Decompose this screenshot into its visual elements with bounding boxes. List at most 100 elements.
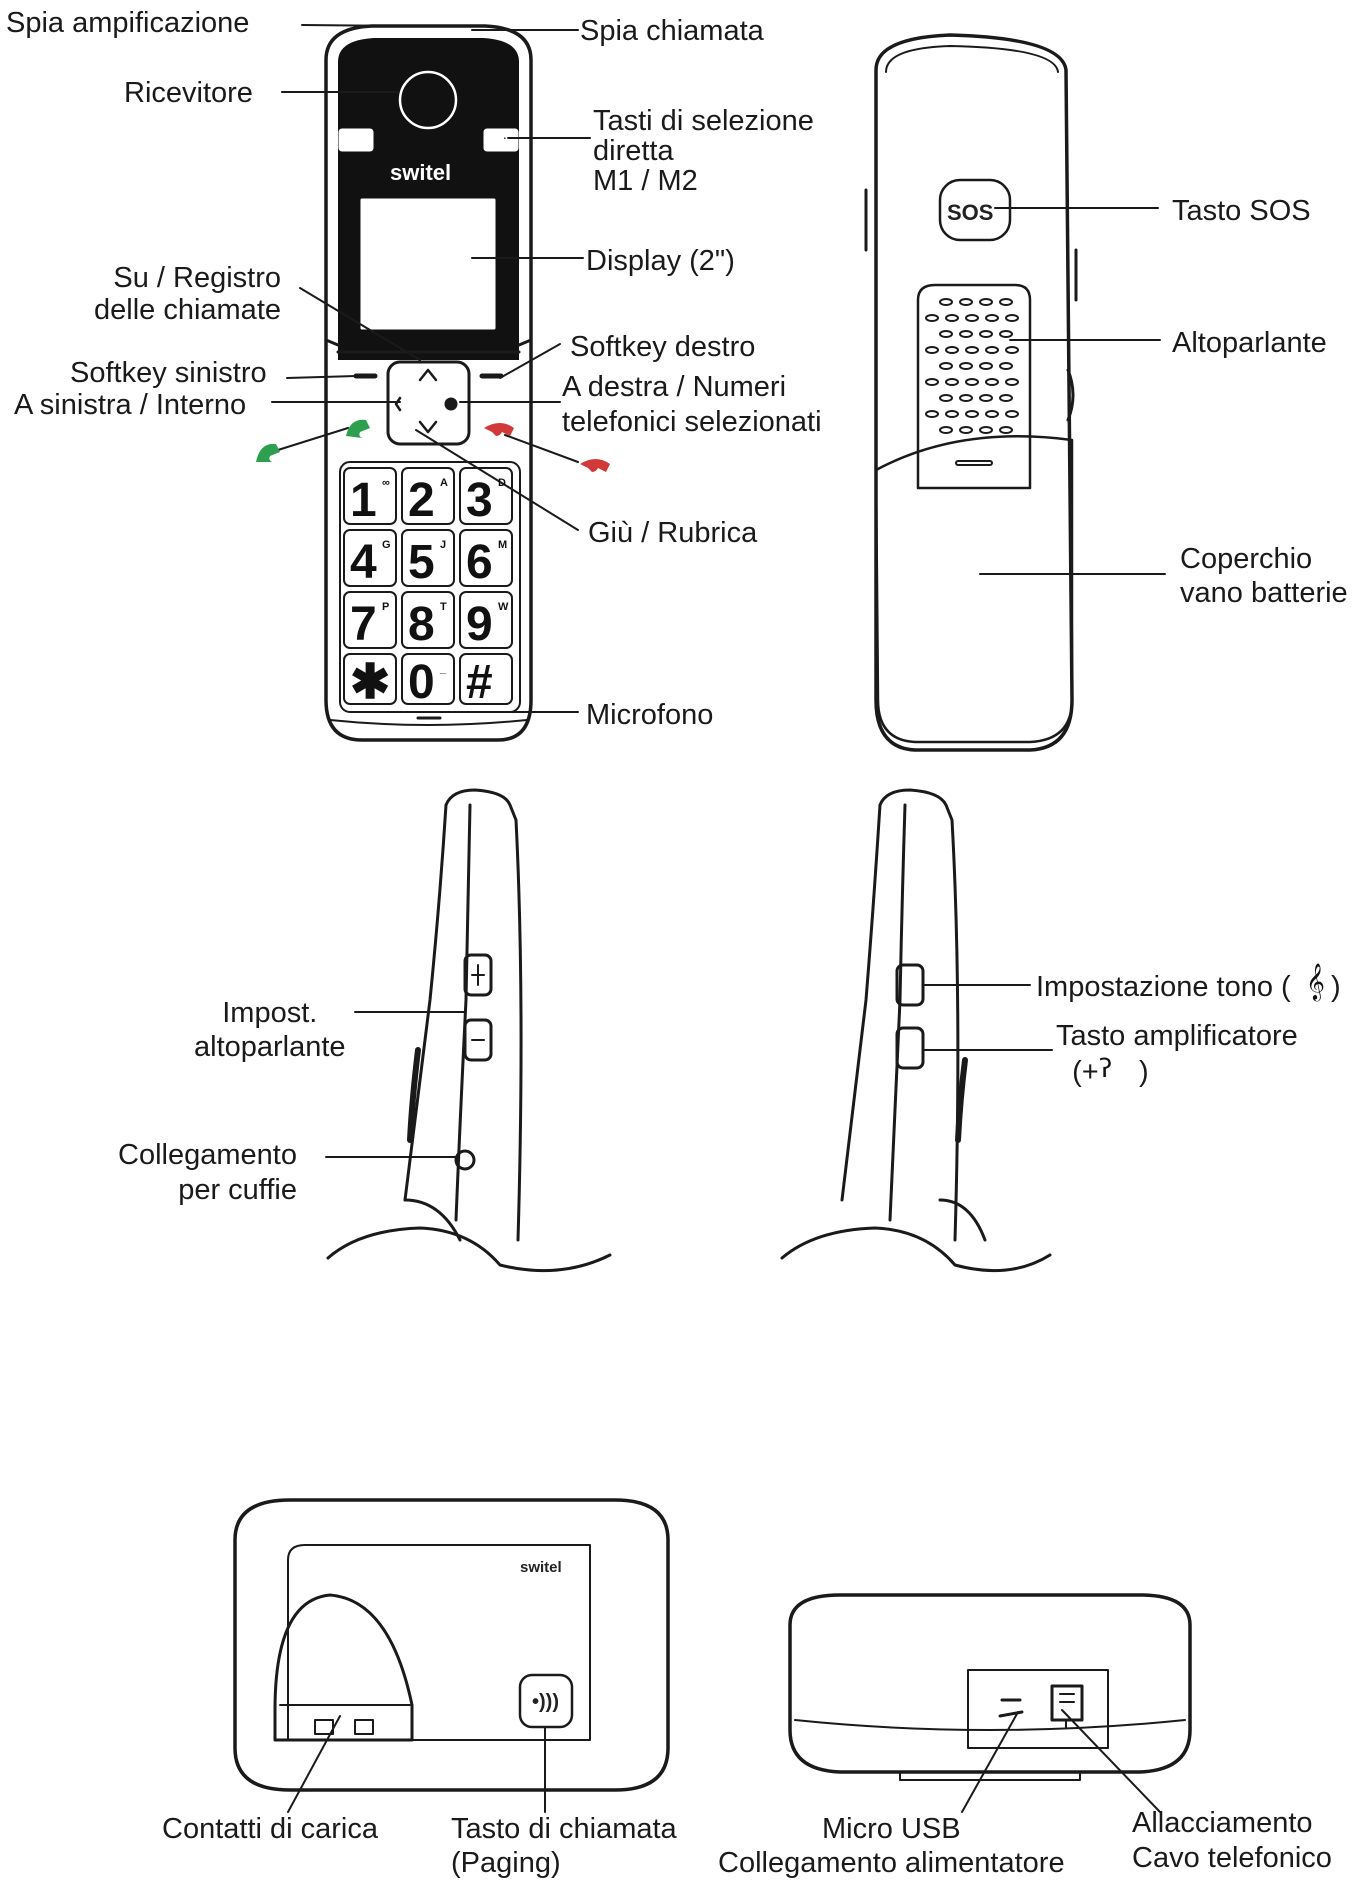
keypad-key-6: 7 xyxy=(350,598,377,651)
keypad-key-7: 8 xyxy=(408,598,435,651)
grille-hole xyxy=(999,330,1013,338)
grille-hole xyxy=(999,394,1013,402)
label-tasto-amplificatore: Tasto amplificatore (+ ) xyxy=(1056,1020,1298,1088)
keypad-key-4: 5 xyxy=(408,536,435,589)
volume-up-button xyxy=(463,953,493,997)
label-contatti-carica: Contatti di carica xyxy=(162,1813,378,1845)
label-su-registro: Su / Registro delle chiamate xyxy=(94,262,281,326)
label-allacciamento: Allacciamento Cavo telefonico xyxy=(1132,1807,1332,1874)
base-station-front xyxy=(233,1498,670,1792)
grille-hole xyxy=(1005,378,1019,386)
grille-hole xyxy=(925,314,939,322)
sos-button xyxy=(938,178,1012,242)
handset-front xyxy=(324,24,533,742)
label-tasto-sos: Tasto SOS xyxy=(1172,195,1311,227)
grille-hole xyxy=(965,314,979,322)
grille-hole xyxy=(979,330,993,338)
grille-hole xyxy=(1005,346,1019,354)
handset-front-details: M1 M 2 switel SOS switel •))) xyxy=(256,133,993,1713)
base-station-back xyxy=(788,1593,1192,1781)
keypad-key-9: ✱ xyxy=(350,656,390,709)
ear-icon: ʔ xyxy=(1099,1054,1113,1084)
sos-label: SOS xyxy=(947,200,993,225)
amplifier-button xyxy=(895,1026,925,1070)
label-altoparlante: Altoparlante xyxy=(1172,327,1327,359)
grille-hole xyxy=(985,314,999,322)
label-softkey-destro: Softkey destro xyxy=(570,331,756,363)
grille-hole xyxy=(979,298,993,306)
label-display: Display (2") xyxy=(586,245,735,277)
keypad-key-sub-0: ∞ xyxy=(382,477,390,489)
grille-hole xyxy=(999,362,1013,370)
headset-jack xyxy=(454,1149,476,1171)
grille-hole xyxy=(1005,314,1019,322)
keypad-key-1: 2 xyxy=(408,474,435,527)
label-softkey-sinistro: Softkey sinistro xyxy=(70,357,267,389)
brand-logo: switel xyxy=(390,160,451,185)
grille-hole xyxy=(925,410,939,418)
base-brand-logo: switel xyxy=(520,1559,562,1576)
treble-clef-icon: 𝄞 xyxy=(1306,962,1325,1000)
keypad-key-0: 1 xyxy=(350,474,377,527)
grille-hole xyxy=(945,378,959,386)
label-tasti-selezione: Tasti di selezione diretta M1 / M2 xyxy=(593,105,814,197)
grille-hole xyxy=(979,426,993,434)
leader-lines xyxy=(261,24,1166,1813)
grille-hole xyxy=(945,314,959,322)
keypad-key-sub-1: A xyxy=(440,477,448,489)
speaker-grille xyxy=(925,298,1019,434)
legend-red-end-icon xyxy=(580,459,610,472)
grille-hole xyxy=(925,378,939,386)
keypad-key-sub-2: D xyxy=(498,477,506,489)
handset-back xyxy=(864,33,1078,752)
label-a-sinistra-interno: A sinistra / Interno xyxy=(14,389,247,421)
keypad-key-5: 6 xyxy=(466,536,493,589)
grille-hole xyxy=(999,426,1013,434)
grille-hole xyxy=(959,362,973,370)
receiver-icon xyxy=(398,70,458,130)
grille-hole xyxy=(939,298,953,306)
green-call-icon xyxy=(346,419,370,438)
grille-hole xyxy=(945,410,959,418)
grille-hole xyxy=(965,346,979,354)
grille-hole xyxy=(1005,410,1019,418)
grille-hole xyxy=(939,426,953,434)
label-ricevitore: Ricevitore xyxy=(124,77,253,109)
handset-side-right xyxy=(780,788,1052,1273)
grille-hole xyxy=(939,330,953,338)
keypad-key-sub-10: _ xyxy=(439,663,447,675)
label-impost-altoparlante: Impost. altoparlante xyxy=(194,997,346,1063)
label-micro-usb: Micro USB Collegamento alimentatore xyxy=(718,1813,1065,1879)
legend-green-call-icon xyxy=(256,443,280,462)
grille-hole xyxy=(985,378,999,386)
m2-key xyxy=(483,128,519,152)
grille-hole xyxy=(999,298,1013,306)
volume-down-button xyxy=(463,1018,493,1062)
grille-hole xyxy=(965,410,979,418)
label-tasto-chiamata: Tasto di chiamata (Paging) xyxy=(451,1813,677,1879)
keypad-key-sub-4: J xyxy=(440,539,446,551)
grille-hole xyxy=(979,394,993,402)
handset-side-left xyxy=(326,788,612,1273)
grille-hole xyxy=(979,362,993,370)
grille-hole xyxy=(959,394,973,402)
label-giu-rubrica: Giù / Rubrica xyxy=(588,517,758,549)
label-spia-chiamata: Spia chiamata xyxy=(580,15,764,47)
grille-hole xyxy=(965,378,979,386)
m1-label: M1 xyxy=(346,133,364,148)
keypad-key-10: 0 xyxy=(408,656,435,709)
paging-icon: •))) xyxy=(532,1691,559,1713)
label-impostazione-tono: Impostazione tono ( ) xyxy=(1036,971,1341,1003)
keypad-key-sub-3: G xyxy=(382,539,391,551)
red-end-icon xyxy=(484,423,514,436)
keypad-key-8: 9 xyxy=(466,598,493,651)
keypad-key-sub-5: M xyxy=(498,539,507,551)
keypad-key-sub-7: T xyxy=(440,601,447,613)
label-coperchio: Coperchio vano batterie xyxy=(1180,543,1348,609)
grille-hole xyxy=(959,426,973,434)
grille-hole xyxy=(925,346,939,354)
keypad-key-3: 4 xyxy=(350,536,377,589)
